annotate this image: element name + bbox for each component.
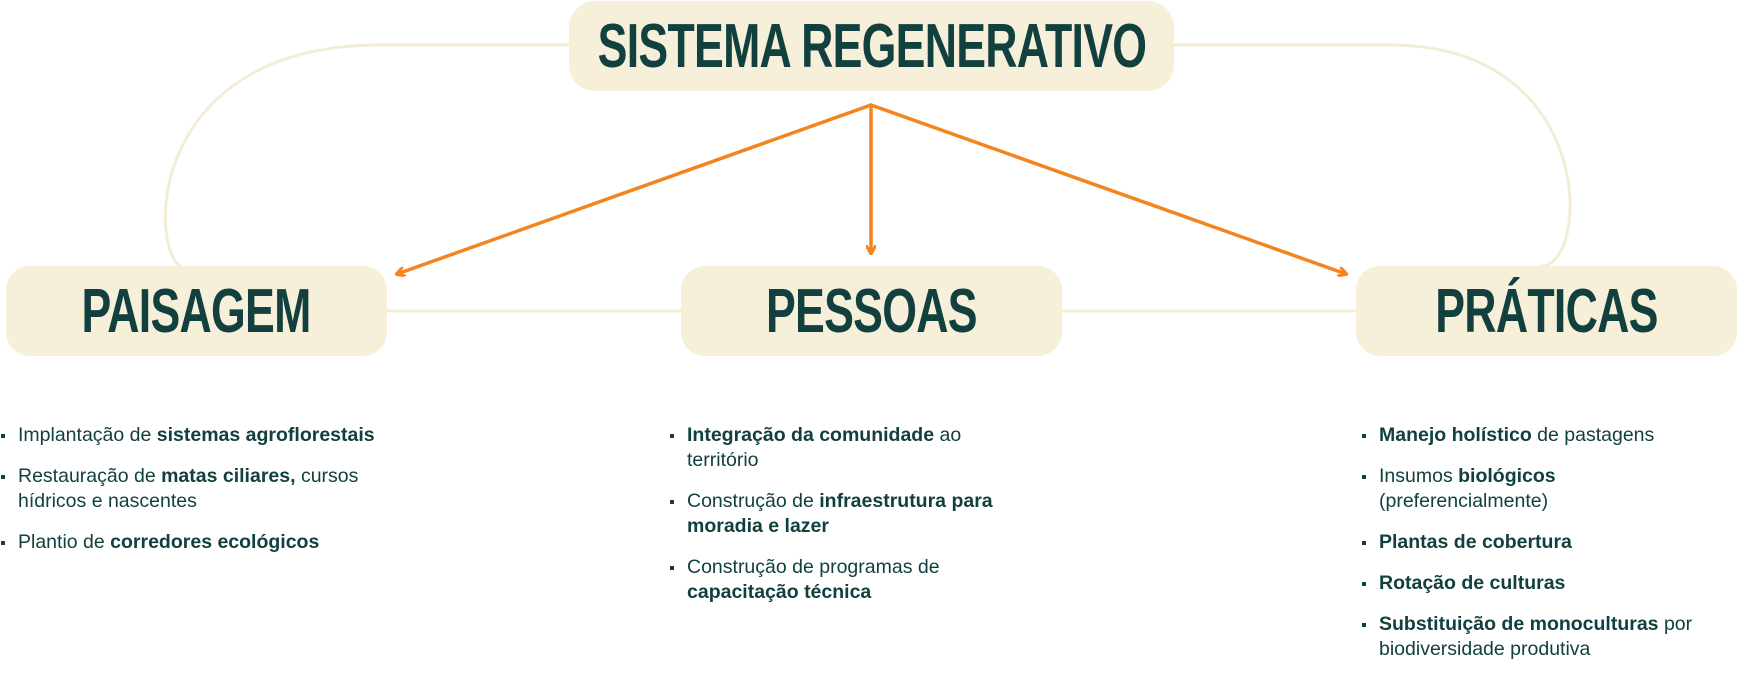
- list-item-text: cursos hídricos e nascentes: [18, 465, 359, 512]
- list-item-text: Insumos: [1379, 465, 1459, 487]
- branch-node-paisagem: PAISAGEM: [6, 266, 387, 356]
- list-item: Substituição de monoculturas por biodive…: [1362, 612, 1722, 662]
- branch-node-praticas: PRÁTICAS: [1356, 266, 1737, 356]
- list-item-text: Construção de programas de: [687, 556, 940, 578]
- list-item: Construção de infraestrutura para moradi…: [670, 489, 1030, 539]
- list-item-bold-text: infraestrutura para moradia e lazer: [687, 490, 993, 537]
- list-item-bold-text: Substituição de monoculturas: [1379, 613, 1659, 635]
- arrow-to-paisagem: [397, 103, 873, 274]
- list-item-bold-text: matas ciliares,: [161, 465, 296, 487]
- list-item-text: Plantio de: [18, 531, 111, 553]
- list-item: Plantio de corredores ecológicos: [1, 530, 421, 555]
- list-item: Construção de programas de capacitação t…: [670, 555, 1030, 605]
- list-item-bold-text: capacitação técnica: [687, 581, 872, 603]
- list-item: Plantas de cobertura: [1362, 530, 1722, 555]
- list-item-bold-text: Rotação de culturas: [1379, 572, 1566, 594]
- list-item-text: de pastagens: [1531, 424, 1655, 446]
- list-item-bold-text: Integração da comunidade: [687, 424, 935, 446]
- list-item-text: Construção de: [687, 490, 820, 512]
- list-item-text: ao território: [687, 424, 962, 471]
- list-item-text: por biodiversidade produtiva: [1379, 613, 1693, 660]
- list-item: Manejo holístico de pastagens: [1362, 423, 1722, 448]
- root-node: SISTEMA REGENERATIVO: [569, 1, 1174, 91]
- list-item: Insumos biológicos (preferencialmente): [1362, 464, 1722, 514]
- list-item: Implantação de sistemas agroflorestais: [1, 423, 421, 448]
- connector-layer: [163, 43, 1572, 313]
- list-item-bold-text: sistemas agroflorestais: [156, 424, 375, 446]
- list-item-text: Implantação de: [18, 424, 157, 446]
- branch-node-pessoas: PESSOAS: [681, 266, 1062, 356]
- list-item-bold-text: Manejo holístico: [1379, 424, 1532, 446]
- branch-label-pessoas: PESSOAS: [766, 276, 978, 346]
- list-item: Rotação de culturas: [1362, 571, 1722, 596]
- list-item-bold-text: biológicos: [1458, 465, 1556, 487]
- list-item-bold-text: corredores ecológicos: [110, 531, 320, 553]
- root-label: SISTEMA REGENERATIVO: [597, 11, 1146, 81]
- branch-label-paisagem: PAISAGEM: [81, 276, 312, 346]
- branch-label-praticas: PRÁTICAS: [1435, 276, 1658, 346]
- list-item-text: (preferencialmente): [1379, 490, 1549, 512]
- feedback-loop: [163, 43, 1572, 313]
- list-item-bold-text: Plantas de cobertura: [1379, 531, 1572, 553]
- list-item: Integração da comunidade ao território: [670, 423, 1030, 473]
- arrow-to-praticas: [869, 103, 1346, 274]
- list-item: Restauração de matas ciliares, cursos hí…: [1, 464, 421, 514]
- list-item-text: Restauração de: [18, 465, 162, 487]
